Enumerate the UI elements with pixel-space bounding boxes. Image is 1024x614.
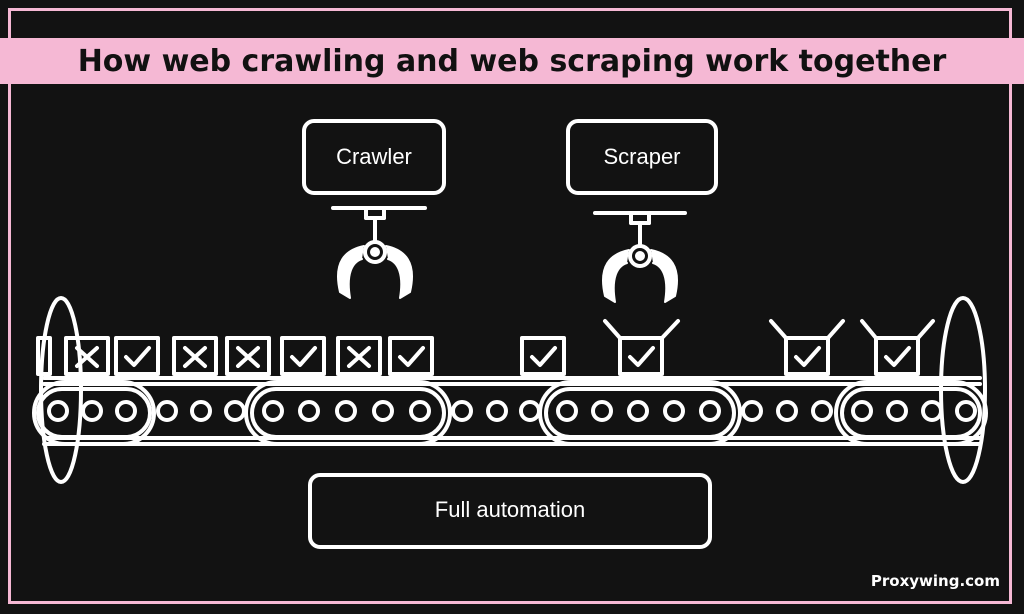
watermark: Proxywing.com — [870, 572, 1000, 590]
conveyor-belt — [42, 376, 982, 446]
scraper-label: Scraper — [603, 144, 680, 169]
item-box-cross — [172, 336, 218, 376]
roller-cartridges — [32, 380, 988, 446]
item-box — [36, 336, 52, 376]
item-box-cross — [64, 336, 110, 376]
conveyor-wheels — [47, 400, 977, 422]
page-title: How web crawling and web scraping work t… — [77, 43, 947, 79]
item-box-check — [280, 336, 326, 376]
item-box-cross — [225, 336, 271, 376]
crawler-claw-icon — [331, 206, 427, 299]
automation-box — [308, 473, 712, 549]
crawler-label: Crawler — [336, 144, 412, 169]
opened-item-box-check — [769, 319, 845, 376]
item-box-check — [388, 336, 434, 376]
title-bar: How web crawling and web scraping work t… — [0, 38, 1024, 84]
item-box-check — [114, 336, 160, 376]
item-box-check — [520, 336, 566, 376]
opened-item-box-check — [860, 319, 935, 376]
outer-frame — [8, 8, 1012, 604]
crawler-box — [302, 119, 446, 195]
scraper-box — [566, 119, 718, 195]
opened-item-box-check — [603, 319, 680, 376]
item-box-cross — [336, 336, 382, 376]
automation-label: Full automation — [435, 497, 585, 522]
scraper-claw-icon — [593, 211, 687, 303]
